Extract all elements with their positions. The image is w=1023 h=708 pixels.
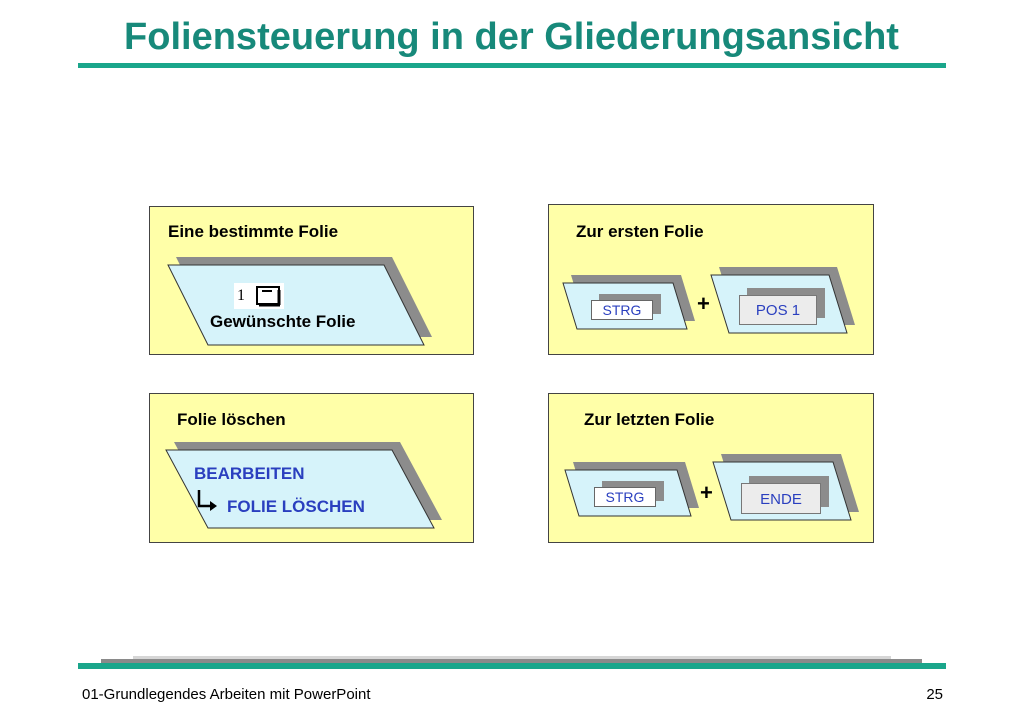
pos1-key: POS 1 <box>739 295 817 325</box>
footer-rule-teal <box>78 663 946 669</box>
plus-sign: + <box>700 480 713 505</box>
panel-last-slide: Zur letzten Folie STRG + ENDE <box>548 393 874 543</box>
parallelogram-shape <box>165 442 442 529</box>
panel-title: Folie löschen <box>177 410 286 429</box>
strg-key: STRG <box>591 300 653 320</box>
panel-specific-slide: Eine bestimmte Folie 1 Gewünschte Folie <box>149 206 474 355</box>
footer-rule-light <box>133 656 891 659</box>
slide-title: Foliensteuerung in der Gliederungsansich… <box>124 16 899 58</box>
strg-key-label: STRG <box>605 489 645 505</box>
pos1-key-label: POS 1 <box>755 302 801 319</box>
panel-title: Zur letzten Folie <box>584 410 715 429</box>
panel-title: Eine bestimmte Folie <box>168 222 339 241</box>
slide-icon <box>256 286 281 307</box>
page-number: 25 <box>926 686 943 703</box>
target-slide-label: Gewünschte Folie <box>210 312 356 331</box>
panel-title: Zur ersten Folie <box>576 222 704 241</box>
menu-bearbeiten: BEARBEITEN <box>194 464 305 483</box>
plus-sign: + <box>697 291 710 316</box>
footer-course-title: 01-Grundlegendes Arbeiten mit PowerPoint <box>82 686 371 703</box>
panel-first-slide: Zur ersten Folie STRG + POS 1 <box>548 204 874 355</box>
parallelogram-shape <box>167 257 432 346</box>
ende-key-label: ENDE <box>760 491 802 508</box>
footer-rule-grey <box>101 659 922 663</box>
strg-key-label: STRG <box>602 302 642 318</box>
strg-key: STRG <box>594 487 656 507</box>
title-underline <box>78 63 946 68</box>
panel-delete-slide: Folie löschen BEARBEITEN FOLIE LÖSCHEN <box>149 393 474 543</box>
arrow-right-icon <box>197 490 217 511</box>
menu-folie-loeschen: FOLIE LÖSCHEN <box>227 497 365 516</box>
ende-key: ENDE <box>741 483 821 514</box>
key-shapes <box>564 454 859 521</box>
slide-number-icon: 1 <box>234 283 284 309</box>
key-shapes <box>562 267 855 334</box>
slide-number: 1 <box>237 287 245 304</box>
